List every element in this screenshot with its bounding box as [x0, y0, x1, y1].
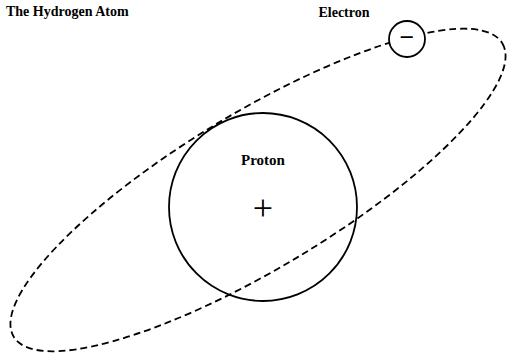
- electron-particle: Electron −: [312, 2, 432, 62]
- orbit-front-arc: [14, 43, 523, 363]
- particle-label: Proton: [241, 152, 285, 169]
- diagram-title: The Hydrogen Atom: [6, 4, 129, 20]
- proton-particle: Proton +: [168, 112, 358, 302]
- particle-circle: [389, 21, 425, 57]
- charge-sign: +: [253, 189, 273, 229]
- particle-circle: [169, 113, 357, 301]
- charge-sign: −: [400, 24, 415, 53]
- orbit-front-group: [14, 43, 523, 363]
- particle-label: Electron: [318, 5, 369, 20]
